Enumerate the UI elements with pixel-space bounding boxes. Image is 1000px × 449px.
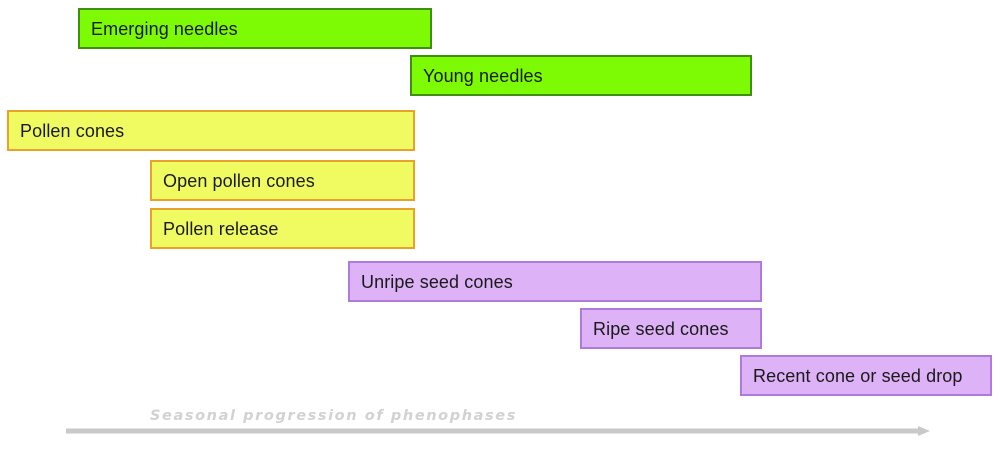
phenophase-bar: Open pollen cones: [150, 160, 415, 201]
phenophase-bar: Emerging needles: [78, 8, 432, 49]
phenophase-bar: Ripe seed cones: [580, 308, 762, 349]
phenophase-bar: Recent cone or seed drop: [740, 355, 992, 396]
phenophase-bar-label: Recent cone or seed drop: [753, 365, 963, 386]
phenophase-bar-label: Young needles: [423, 65, 543, 86]
axis-caption: Seasonal progression of phenophases: [150, 408, 517, 424]
phenophase-bar-label: Pollen cones: [20, 120, 125, 141]
phenophase-bar-label: Ripe seed cones: [593, 318, 729, 339]
phenophase-bar: Young needles: [410, 55, 752, 96]
phenophase-bar: Pollen cones: [7, 110, 415, 151]
phenophase-bar: Unripe seed cones: [348, 261, 762, 302]
phenophase-bar-label: Open pollen cones: [163, 170, 315, 191]
phenophase-bar-label: Unripe seed cones: [361, 271, 513, 292]
phenophase-bar: Pollen release: [150, 208, 415, 249]
phenophase-bar-label: Emerging needles: [91, 18, 238, 39]
phenophase-bar-label: Pollen release: [163, 218, 279, 239]
